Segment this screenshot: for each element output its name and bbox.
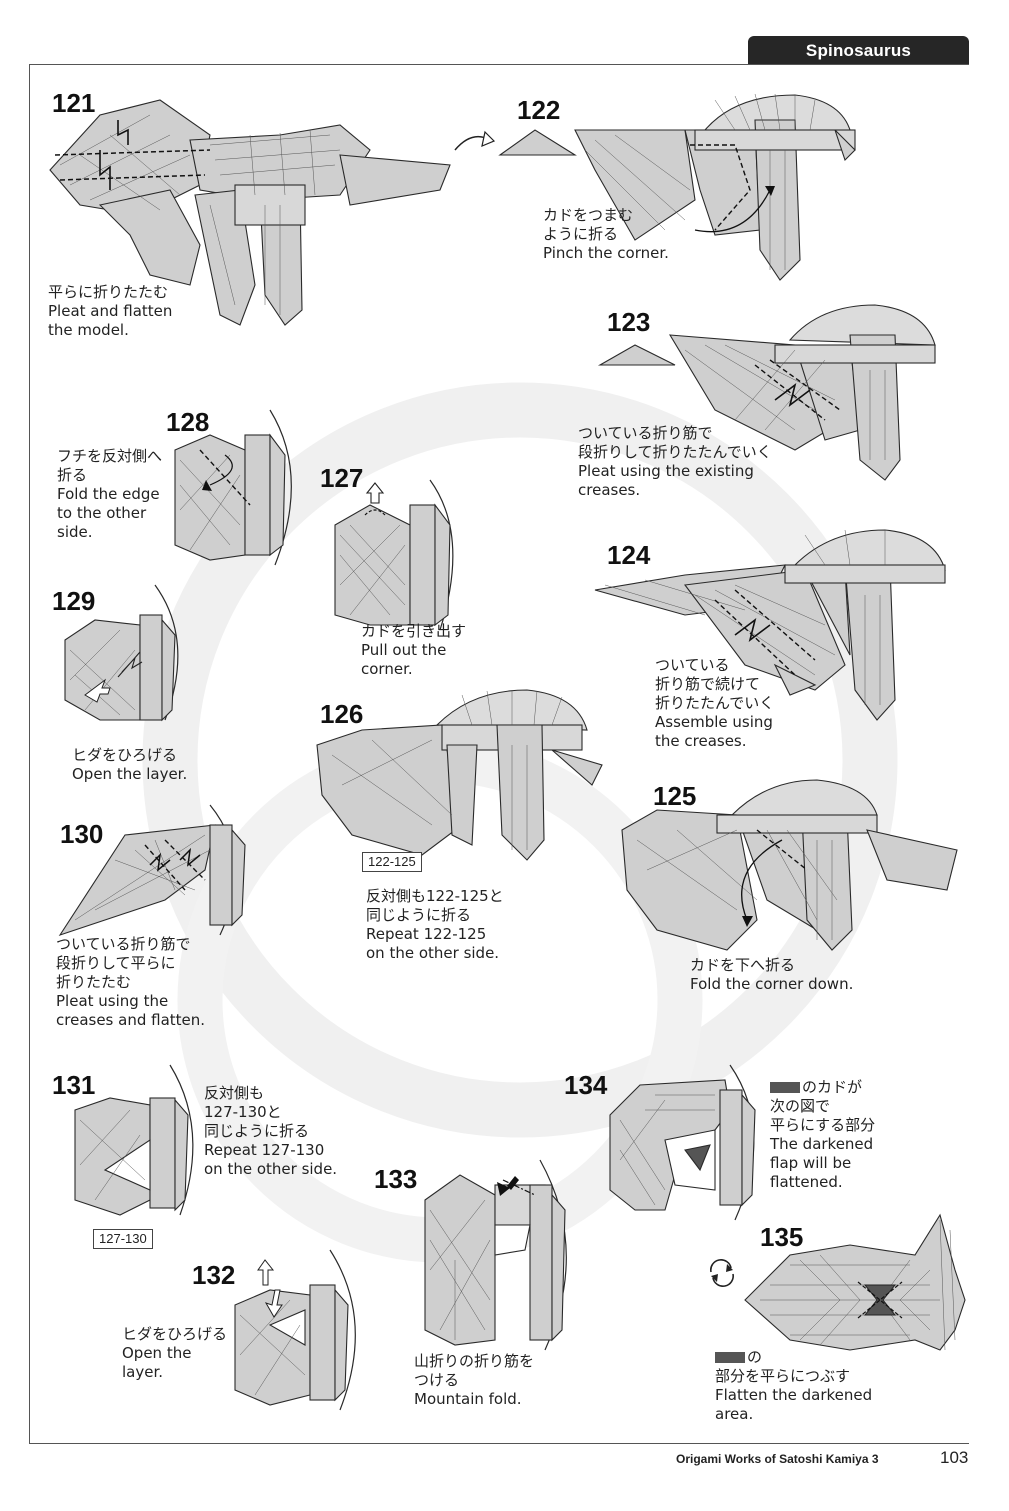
step-121-number: 121 (52, 88, 96, 118)
step-135-number: 135 (760, 1222, 804, 1252)
step-125-number: 125 (653, 781, 697, 811)
book-title-footer: Origami Works of Satoshi Kamiya 3 (676, 1452, 879, 1466)
step-134-number: 134 (564, 1070, 608, 1100)
step-128-diagram (174, 409, 292, 566)
page-number: 103 (940, 1448, 969, 1467)
step-132-number: 132 (192, 1260, 236, 1290)
darkened-swatch-icon (770, 1082, 800, 1093)
step-121-diagram (49, 99, 451, 326)
step-126-diagram (316, 689, 603, 861)
step-131-diagram (74, 1064, 194, 1216)
turn-over-icon (710, 1259, 734, 1287)
chapter-title: Spinosaurus (805, 40, 912, 60)
step-134-diagram (609, 1064, 756, 1221)
step-133-diagram (424, 1159, 567, 1351)
step-126-reference-box: 122-125 (362, 852, 422, 872)
step-122-diagram (498, 93, 856, 281)
step-126-number: 126 (320, 699, 364, 729)
step-128-number: 128 (166, 407, 210, 437)
step-131-number: 131 (52, 1070, 96, 1100)
darkened-swatch-icon (715, 1352, 745, 1363)
step-131-reference-box: 127-130 (93, 1229, 153, 1249)
step-135-diagram (744, 1213, 966, 1351)
step-132-diagram (234, 1249, 356, 1411)
step-130-number: 130 (60, 819, 104, 849)
step-127-number: 127 (320, 463, 364, 493)
step-124-number: 124 (607, 540, 651, 570)
step-122-number: 122 (517, 95, 561, 125)
step-129-number: 129 (52, 586, 96, 616)
step-123-number: 123 (607, 307, 651, 337)
step-133-number: 133 (374, 1164, 418, 1194)
step-125-diagram (621, 779, 958, 951)
step-129-diagram (64, 584, 179, 722)
content-frame (29, 64, 969, 1444)
step-124-diagram (594, 529, 946, 721)
step-127-diagram (334, 479, 454, 631)
chapter-tab: Spinosaurus (748, 36, 969, 65)
step-123-diagram (597, 304, 936, 481)
next-step-arrow-icon (454, 130, 496, 151)
step-130-diagram (58, 804, 246, 937)
